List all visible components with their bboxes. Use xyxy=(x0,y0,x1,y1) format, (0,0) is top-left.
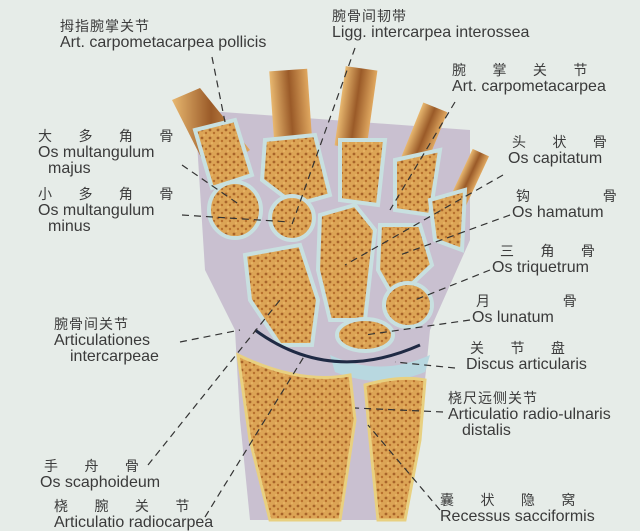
lunate xyxy=(335,317,395,353)
articular-disc xyxy=(330,355,430,381)
capitate xyxy=(315,202,378,322)
label-triquetrum: 三 角 骨 Os triquetrum xyxy=(492,244,606,276)
triquetrum xyxy=(382,281,434,329)
leader-lines xyxy=(147,47,511,518)
scaphoid xyxy=(242,242,321,347)
label-hamatum: 钩 骨 Os hamatum xyxy=(512,189,628,221)
label-intercarpeae: 腕骨间关节 Articulationes intercarpeae xyxy=(54,317,159,366)
forearm-bones xyxy=(236,328,427,522)
label-lunatum: 月 骨 Os lunatum xyxy=(472,294,588,326)
label-recessus: 囊 状 隐 窝 Recessus sacciformis xyxy=(440,493,595,525)
label-multangulum-minus: 小 多 角 骨 Os multangulum minus xyxy=(38,187,185,236)
label-radio-ulnaris: 桡尺远侧关节 Articulatio radio-ulnaris distali… xyxy=(448,391,611,440)
trapezium xyxy=(207,180,263,240)
label-art-cmc: 腕 掌 关 节 Art. carpometacarpea xyxy=(452,63,606,95)
label-discus: 关 节 盘 Discus articularis xyxy=(466,341,587,373)
ghost-text xyxy=(22,88,26,106)
carpal-bones xyxy=(207,180,435,353)
label-multangulum-majus: 大 多 角 骨 Os multangulum majus xyxy=(38,129,185,178)
label-ligg-intercarpea: 腕骨间韧带 Ligg. intercarpea interossea xyxy=(332,9,530,41)
label-art-cmc-pollicis: 拇指腕掌关节 Art. carpometacarpea pollicis xyxy=(60,19,267,51)
label-capitatum: 头 状 骨 Os capitatum xyxy=(508,135,618,167)
metacarpal-bases xyxy=(192,117,468,253)
label-radiocarpea: 桡 腕 关 节 Articulatio radiocarpea xyxy=(54,499,214,531)
trapezoid xyxy=(268,194,316,242)
label-scaphoideum: 手 舟 骨 Os scaphoideum xyxy=(40,459,161,491)
